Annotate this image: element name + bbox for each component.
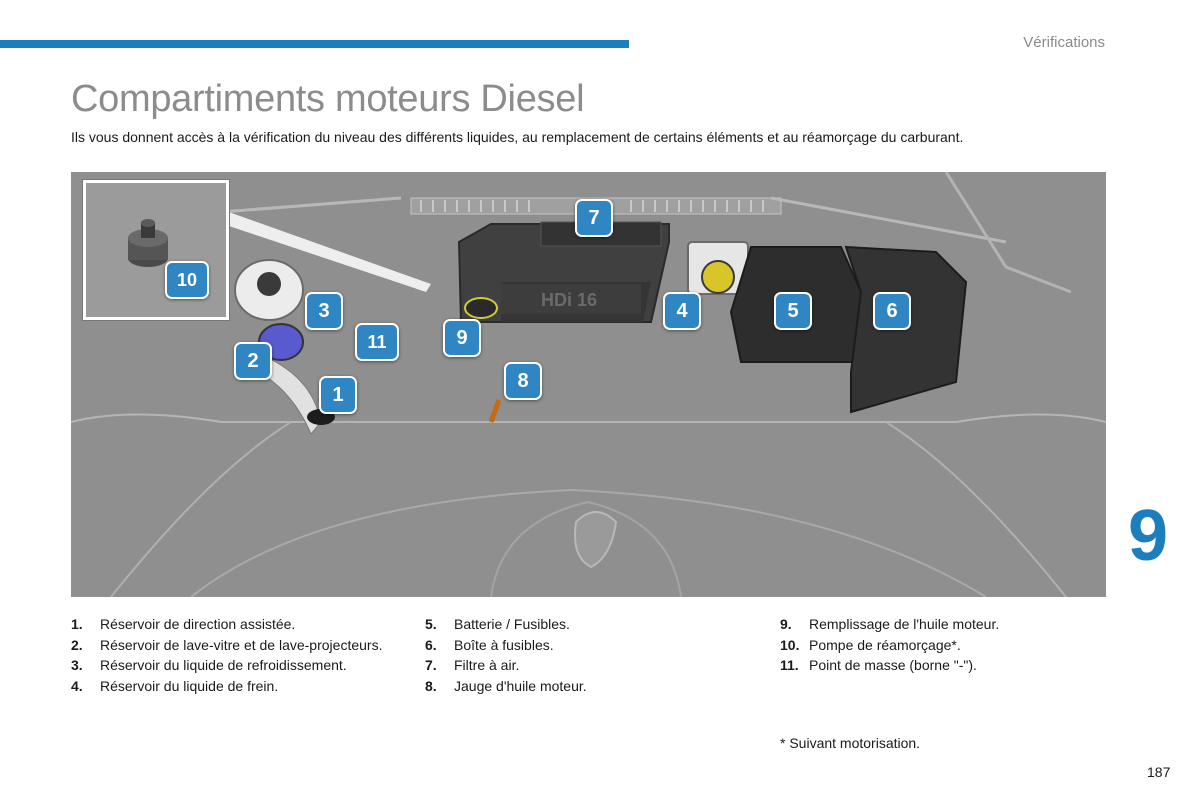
- callout-2: 2: [234, 342, 272, 380]
- legend-item: 11.Point de masse (borne "-").: [780, 657, 977, 673]
- callout-5: 5: [774, 292, 812, 330]
- legend-item: 10.Pompe de réamorçage*.: [780, 636, 961, 653]
- legend-item: 9.Remplissage de l'huile moteur.: [780, 616, 1000, 632]
- footnote: * Suivant motorisation.: [780, 735, 921, 751]
- legend-item: 5.Batterie / Fusibles.: [425, 616, 570, 632]
- legend-item: 2.Réservoir de lave-vitre et de lave-pro…: [71, 636, 383, 653]
- callout-11: 11: [355, 323, 399, 361]
- callout-1: 1: [319, 376, 357, 414]
- page-title: Compartiments moteurs Diesel: [71, 78, 585, 120]
- priming-pump-inset: [83, 180, 229, 320]
- page-number: 187: [1147, 764, 1171, 780]
- chapter-number: 9: [1128, 496, 1169, 576]
- callout-10: 10: [165, 261, 209, 299]
- engine-cover-label: HDi 16: [541, 290, 597, 310]
- callout-7: 7: [575, 199, 613, 237]
- legend-column-2: 5.Batterie / Fusibles. 6.Boîte à fusible…: [425, 614, 725, 696]
- legend-item: 8.Jauge d'huile moteur.: [425, 677, 587, 694]
- callout-6: 6: [873, 292, 911, 330]
- legend-column-3: 9.Remplissage de l'huile moteur. 10.Pomp…: [780, 614, 1110, 676]
- header-accent-bar: [0, 40, 629, 48]
- legend-item: 7.Filtre à air.: [425, 657, 520, 673]
- callout-4: 4: [663, 292, 701, 330]
- legend-item: 6.Boîte à fusibles.: [425, 636, 554, 653]
- legend-item: 3.Réservoir du liquide de refroidissemen…: [71, 657, 347, 673]
- legend-item: 4.Réservoir du liquide de frein.: [71, 677, 279, 694]
- callout-8: 8: [504, 362, 542, 400]
- legend-column-1: 1.Réservoir de direction assistée. 2.Rés…: [71, 614, 391, 696]
- engine-compartment-illustration: HDi 16 10 3 2 1 11 9 8: [71, 172, 1106, 597]
- intro-text: Ils vous donnent accès à la vérification…: [71, 129, 964, 145]
- section-title: Vérifications: [1023, 34, 1105, 51]
- legend-item: 1.Réservoir de direction assistée.: [71, 616, 296, 632]
- priming-pump-drawing: [128, 219, 168, 267]
- callout-3: 3: [305, 292, 343, 330]
- callout-9: 9: [443, 319, 481, 357]
